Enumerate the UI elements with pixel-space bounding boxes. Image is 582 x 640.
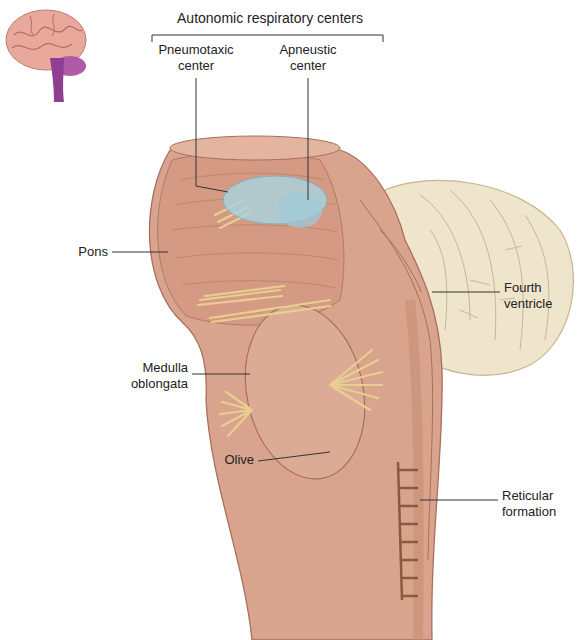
brain-icon [6, 10, 86, 102]
part-label: Pons [50, 244, 108, 260]
part-label: Apneustic center [262, 42, 354, 73]
part-label: Pneumotaxic center [145, 42, 247, 73]
part-label: Reticular formation [502, 488, 578, 519]
respiratory-centers [223, 176, 327, 228]
nerves [198, 200, 382, 436]
reticular-formation [398, 300, 419, 640]
part-label: Medulla oblongata [96, 360, 188, 391]
brainstem [149, 136, 442, 640]
bracket [152, 35, 383, 42]
part-label: Olive [190, 452, 254, 468]
part-label: Fourth ventricle [504, 280, 578, 311]
part-label: Autonomic respiratory centers [140, 10, 400, 27]
leader-lines [112, 78, 500, 500]
